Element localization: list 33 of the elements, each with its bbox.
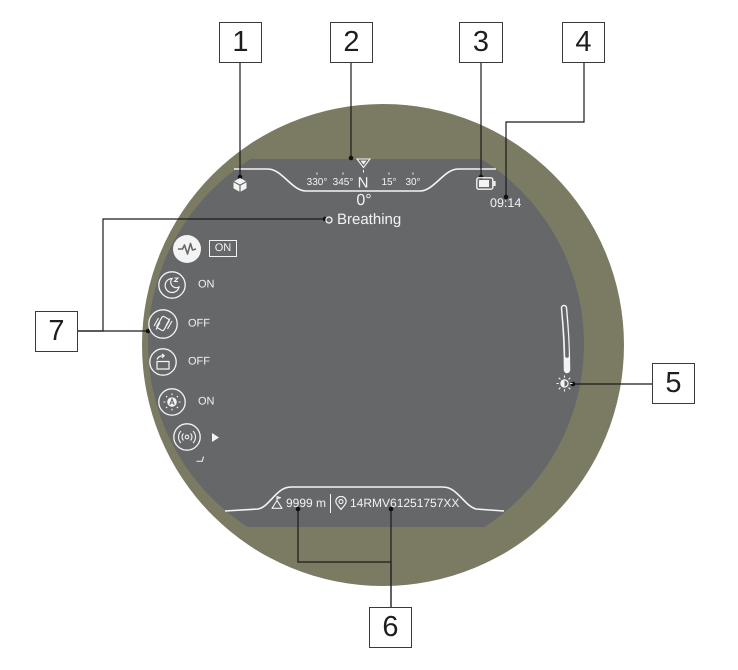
leader-line [570,382,652,386]
leader-line [388,506,394,607]
status-value: OFF [188,356,210,368]
compass-direction: N [358,176,368,190]
heading-value: 0° [356,193,372,209]
coordinates-text: 14RMV61251757XX [350,497,460,509]
status-value: ON [198,280,214,290]
cube-icon [232,177,248,193]
callout-number: 1 [219,22,262,63]
leader-line [348,63,354,160]
callout-number: 6 [369,607,412,648]
leader-line [78,328,150,334]
battery-icon [476,177,496,190]
status-value: OFF [188,318,210,330]
altitude-text: 9999 m [286,497,326,509]
status-value: ON [198,396,214,408]
callout-number: 4 [562,22,605,63]
compass-bar [266,158,460,193]
status-label: Breathing [337,212,402,227]
leader-line [504,63,585,200]
callout-number: 2 [330,22,373,63]
compass-degree: 330° [306,178,328,188]
callout-number: 5 [652,363,695,404]
compass-degree: 15° [381,178,397,188]
leader-line [478,63,484,180]
sun-icon [556,375,573,392]
leader-line [238,63,242,180]
clock-time: 09:14 [490,197,522,210]
callout-number: 7 [35,311,78,352]
compass-degree: 30° [405,178,421,188]
compass-degree: 345° [332,178,354,188]
callout-number: 3 [459,22,503,63]
status-tag: ON [209,240,237,257]
